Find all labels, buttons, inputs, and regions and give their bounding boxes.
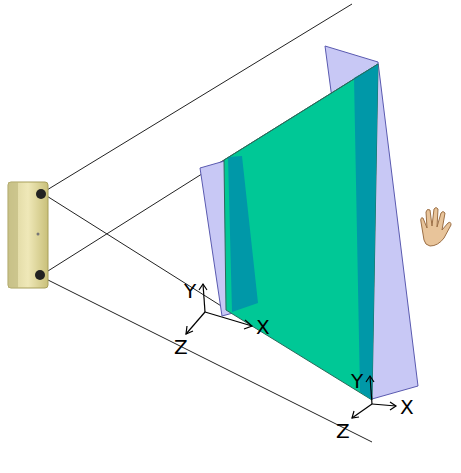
overlap-strip — [228, 156, 258, 312]
axis-label-x: X — [400, 396, 414, 418]
camera-side — [8, 182, 18, 288]
camera-lens — [36, 189, 46, 199]
hand-icon — [421, 208, 451, 247]
camera-lens — [35, 270, 45, 280]
axis-label-y: Y — [351, 370, 363, 392]
axis-label-x: X — [256, 316, 270, 338]
plane-edge — [224, 64, 378, 160]
camera-dot — [37, 233, 40, 236]
view-line — [40, 160, 224, 276]
overlap-strip — [354, 64, 378, 400]
view-line — [42, 193, 226, 309]
camera-body — [8, 182, 48, 288]
axis-label-z: Z — [336, 420, 350, 442]
ground-plane — [224, 64, 378, 400]
axis-label-z: Z — [174, 336, 188, 358]
axis-label-y: Y — [184, 280, 196, 302]
